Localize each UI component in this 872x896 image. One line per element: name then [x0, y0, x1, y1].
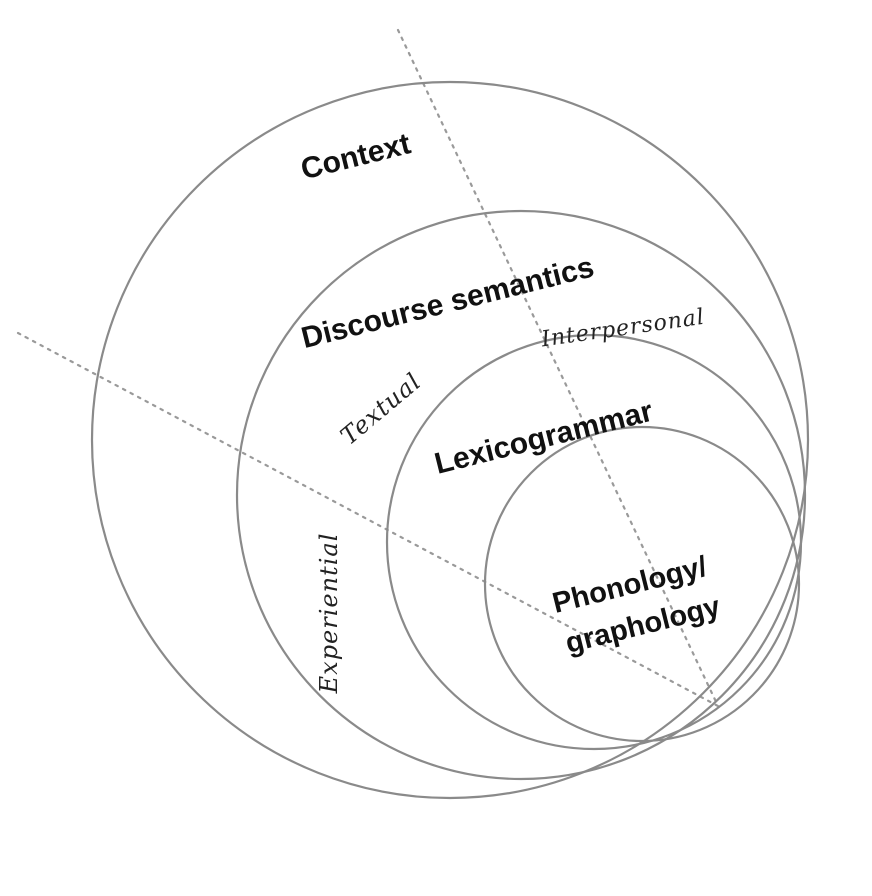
phonology-graphology-circle [483, 425, 801, 743]
context-circle [90, 80, 810, 800]
textual-label: Textual [335, 367, 427, 450]
divider-line-textual-interpersonal [396, 28, 720, 708]
divider-line-textual-experiential [16, 331, 720, 708]
context-label: Context [298, 127, 414, 186]
lexicogrammar-circle [385, 333, 803, 751]
discourse-semantics-circle [235, 209, 807, 781]
interpersonal-label: Interpersonal [539, 305, 707, 353]
lexicogrammar-label: Lexicogrammar [431, 395, 656, 481]
experiential-label: Experiential [315, 533, 343, 695]
